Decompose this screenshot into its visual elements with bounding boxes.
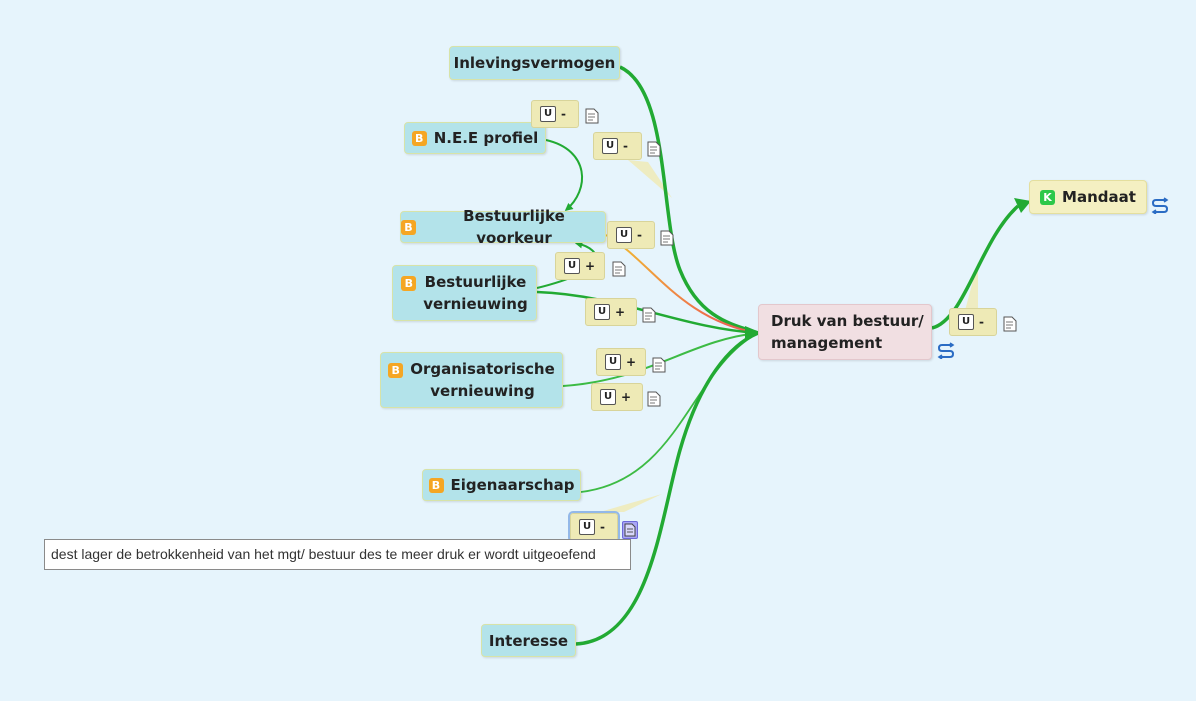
topic-label-line: Druk van bestuur/ bbox=[771, 312, 924, 330]
relationship-label[interactable]: U - bbox=[531, 100, 579, 128]
topic-mandaat[interactable]: K Mandaat bbox=[1029, 180, 1147, 214]
relationship-type-icon: U bbox=[600, 389, 616, 405]
topic-label: Organisatorische vernieuwing bbox=[410, 358, 555, 402]
topic-label: Interesse bbox=[488, 631, 569, 650]
relationship-sign: - bbox=[979, 315, 984, 329]
relationship-label[interactable]: U - bbox=[593, 132, 642, 160]
note-tooltip: dest lager de betrokkenheid van het mgt/… bbox=[44, 539, 631, 570]
link-inlevingsvermogen-druk bbox=[619, 65, 759, 335]
relationship-type-icon: U bbox=[616, 227, 632, 243]
relationship-label[interactable]: U + bbox=[585, 298, 637, 326]
label-callout bbox=[628, 160, 672, 198]
relationship-sign: + bbox=[621, 390, 632, 404]
loop-icon[interactable] bbox=[937, 341, 955, 359]
note-icon[interactable] bbox=[647, 391, 661, 407]
link-druk-mandaat bbox=[931, 204, 1020, 330]
topic-label: Eigenaarschap bbox=[450, 476, 575, 494]
topic-label-line: Bestuurlijke bbox=[424, 273, 527, 291]
behaviour-badge: B bbox=[428, 477, 444, 493]
topic-label-line: vernieuwing bbox=[423, 295, 528, 313]
link-interesse-druk bbox=[575, 331, 759, 646]
topic-label-line: Organisatorische bbox=[410, 360, 555, 378]
relationship-label[interactable]: U + bbox=[591, 383, 643, 411]
link-organisatorisch-druk bbox=[562, 332, 759, 387]
relationship-sign: + bbox=[585, 259, 596, 273]
note-icon[interactable] bbox=[585, 108, 599, 124]
relationship-type-icon: U bbox=[540, 106, 556, 122]
relationship-sign: - bbox=[600, 520, 605, 534]
topic-label: Bestuurlijke voorkeur bbox=[463, 207, 565, 247]
relationship-label[interactable]: U - bbox=[949, 308, 997, 336]
topic-druk-van-bestuur[interactable]: Druk van bestuur/ management bbox=[758, 304, 932, 360]
relationship-type-icon: U bbox=[605, 354, 621, 370]
relationship-label[interactable]: U - bbox=[607, 221, 655, 249]
topic-organisatorische-vernieuwing[interactable]: B Organisatorische vernieuwing bbox=[380, 352, 563, 408]
relationship-label[interactable]: U + bbox=[596, 348, 646, 376]
relationship-sign: + bbox=[615, 305, 626, 319]
behaviour-badge: B bbox=[401, 276, 417, 291]
note-icon[interactable] bbox=[642, 307, 656, 323]
relationship-sign: + bbox=[626, 355, 637, 369]
note-icon[interactable] bbox=[660, 230, 674, 246]
topic-label: Bestuurlijke vernieuwing bbox=[423, 271, 527, 315]
relationship-type-icon: U bbox=[564, 258, 580, 274]
note-icon[interactable] bbox=[652, 357, 666, 373]
relationship-label-selected[interactable]: U - bbox=[568, 511, 620, 543]
note-icon-highlighted[interactable] bbox=[622, 521, 638, 539]
topic-label: Mandaat bbox=[1062, 188, 1136, 206]
relationship-sign: - bbox=[561, 107, 566, 121]
behaviour-badge: B bbox=[401, 219, 416, 235]
label-callout bbox=[600, 494, 662, 512]
relationship-label[interactable]: U + bbox=[555, 252, 605, 280]
topic-label: Inlevingsvermogen bbox=[453, 54, 616, 72]
topic-eigenaarschap[interactable]: B Eigenaarschap bbox=[422, 469, 581, 501]
behaviour-badge: B bbox=[411, 130, 427, 146]
relationship-type-icon: U bbox=[579, 519, 595, 535]
behaviour-badge: B bbox=[388, 363, 404, 378]
link-nee-voorkeur bbox=[545, 139, 583, 212]
relationship-sign: - bbox=[623, 139, 628, 153]
topic-label-line: vernieuwing bbox=[430, 382, 535, 400]
note-icon[interactable] bbox=[1003, 316, 1017, 332]
topic-bestuurlijke-vernieuwing[interactable]: B Bestuurlijke vernieuwing bbox=[392, 265, 537, 321]
key-badge: K bbox=[1040, 189, 1056, 205]
relationship-sign: - bbox=[637, 228, 642, 242]
note-icon[interactable] bbox=[612, 261, 626, 277]
relationship-type-icon: U bbox=[602, 138, 618, 154]
relationship-type-icon: U bbox=[958, 314, 974, 330]
topic-label-line: management bbox=[771, 334, 883, 352]
topic-label: Druk van bestuur/ management bbox=[771, 310, 924, 354]
relationship-type-icon: U bbox=[594, 304, 610, 320]
topic-bestuurlijke-voorkeur[interactable]: B Bestuurlijke voorkeur bbox=[400, 207, 606, 247]
topic-label: N.E.E profiel bbox=[433, 129, 539, 147]
note-icon[interactable] bbox=[647, 141, 661, 157]
topic-inlevingsvermogen[interactable]: Inlevingsvermogen bbox=[449, 46, 620, 80]
link-druk-arrowhead bbox=[745, 326, 762, 340]
topic-nee-profiel[interactable]: B N.E.E profiel bbox=[404, 122, 546, 154]
topic-interesse[interactable]: Interesse bbox=[481, 624, 576, 657]
link-mandaat-arrowhead bbox=[1014, 198, 1031, 213]
loop-icon[interactable] bbox=[1151, 196, 1169, 214]
